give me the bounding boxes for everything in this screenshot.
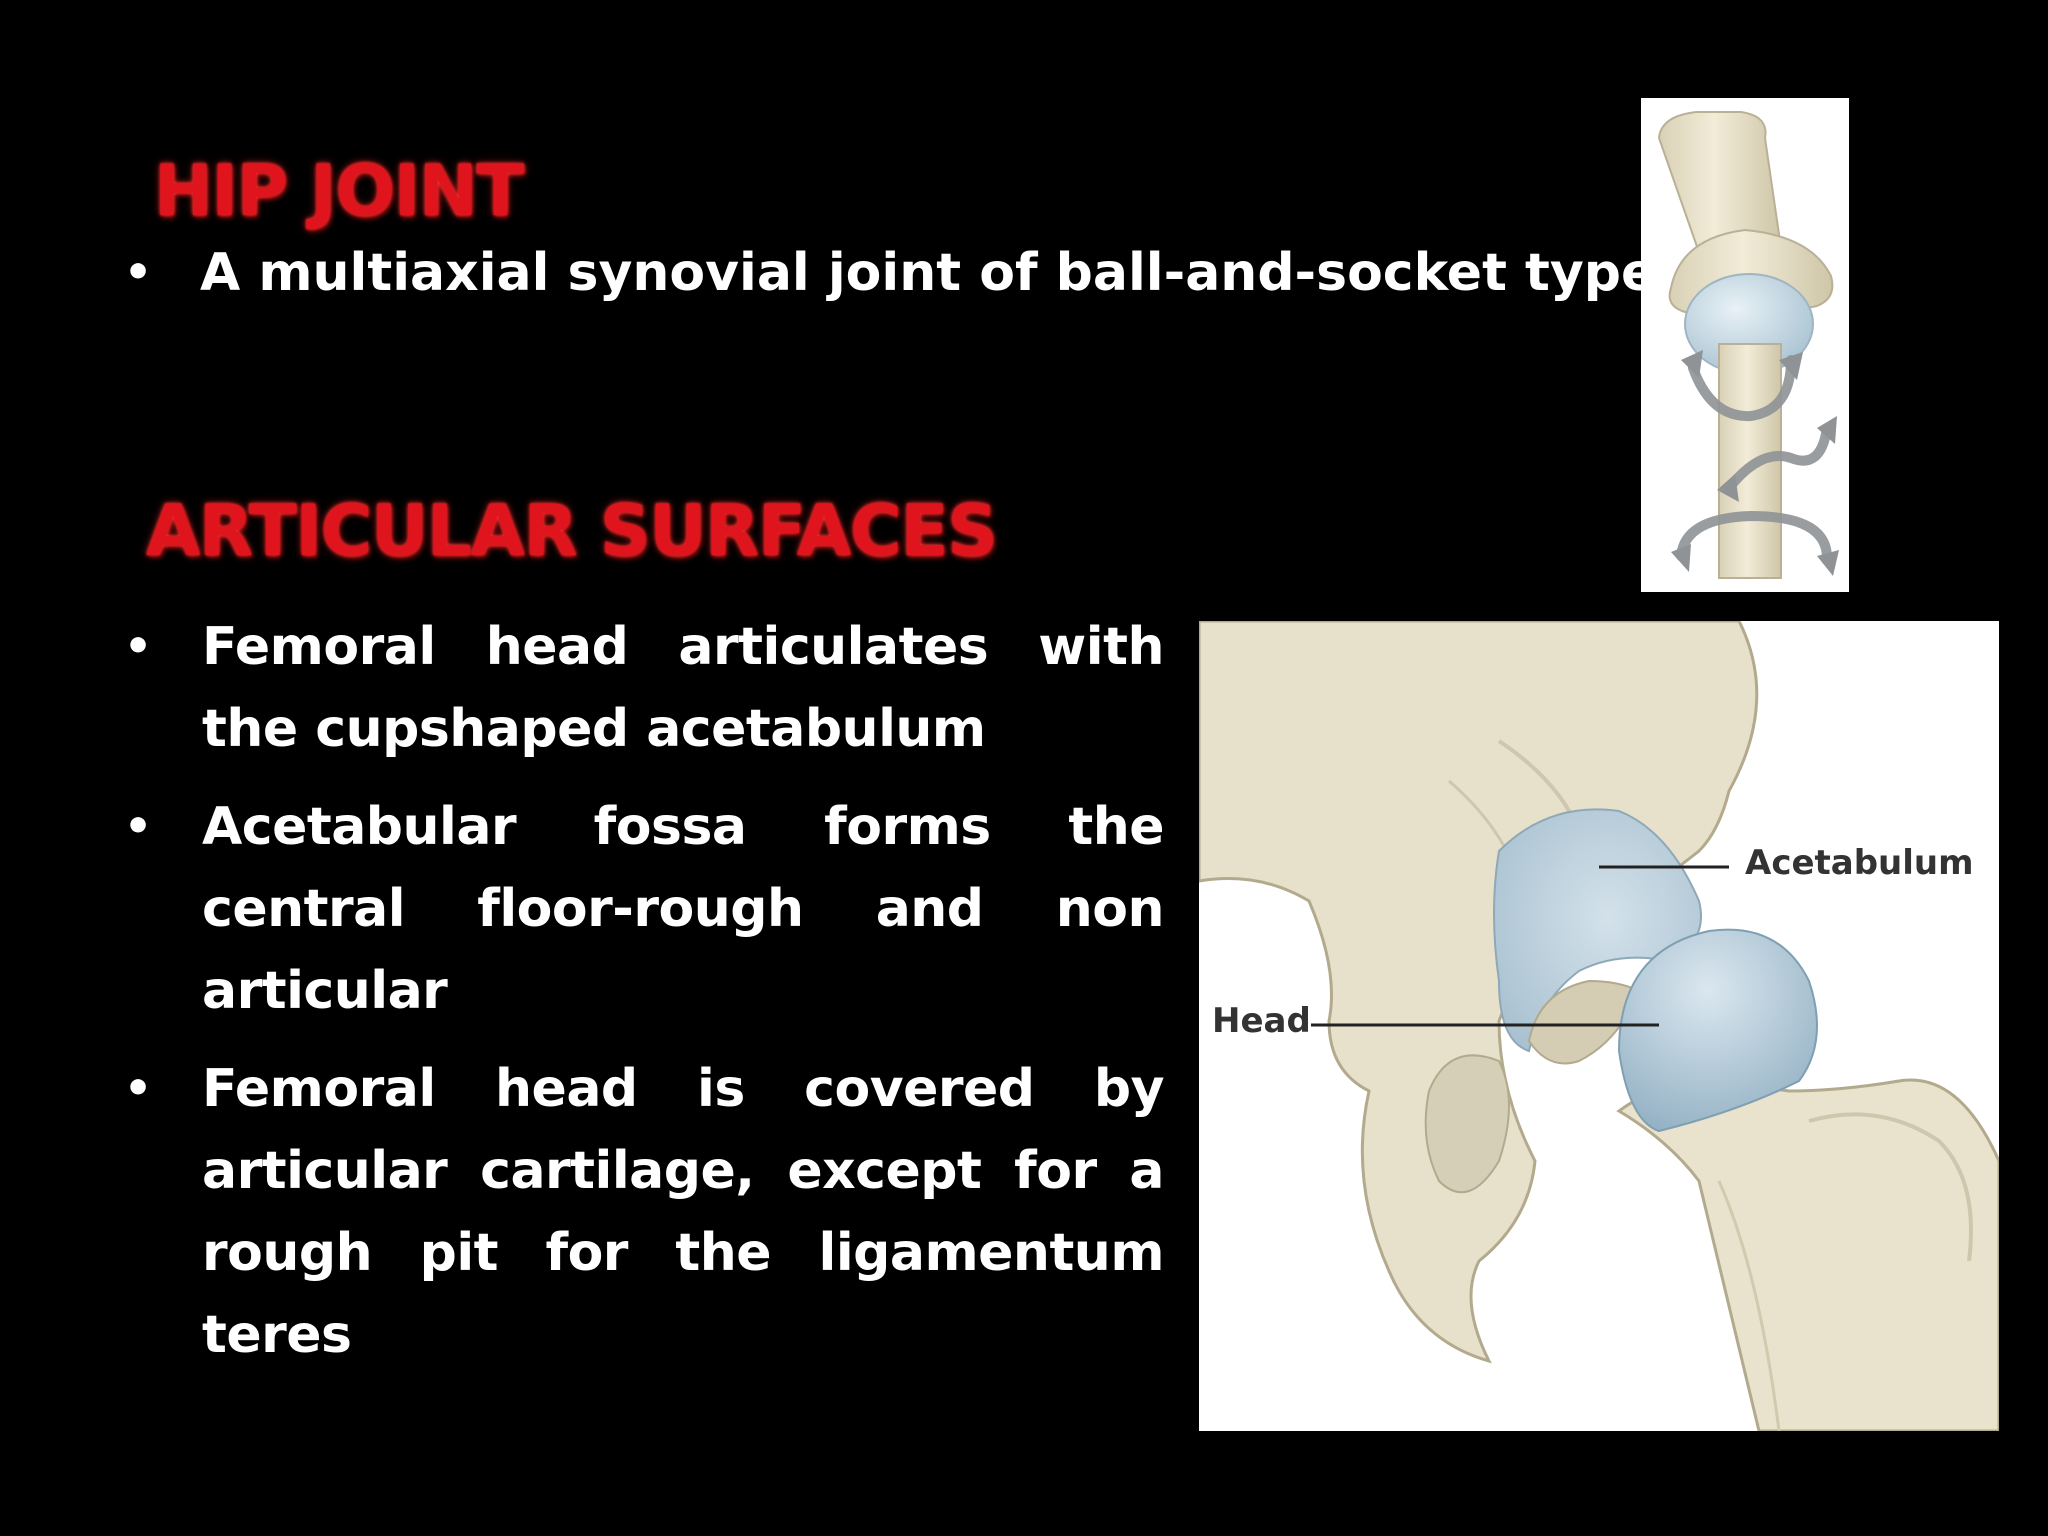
- articular-surfaces-list: Femoral head articulates with the cupsha…: [124, 606, 1165, 1392]
- section-title-articular-surfaces: ARTICULAR SURFACES: [146, 490, 998, 572]
- list-item: Acetabular fossa forms the central floor…: [124, 786, 1165, 1032]
- ball-and-socket-illustration: [1657, 111, 1839, 579]
- hip-joint-anatomy-figure: Acetabulum Head: [1199, 621, 1999, 1431]
- head-label: Head: [1212, 1001, 1311, 1041]
- hip-anatomy-illustration: [1199, 621, 1999, 1431]
- intro-bullet-text: A multiaxial synovial joint of ball-and-…: [200, 243, 1657, 303]
- acetabulum-label: Acetabulum: [1745, 843, 1974, 883]
- slide-title-hip-joint: HIP JOINT: [154, 150, 524, 232]
- list-item: Femoral head is covered by articular car…: [124, 1048, 1165, 1376]
- ball-and-socket-diagram: [1641, 98, 1849, 592]
- bullet-dot: •: [124, 247, 153, 298]
- list-item: Femoral head articulates with the cupsha…: [124, 606, 1165, 770]
